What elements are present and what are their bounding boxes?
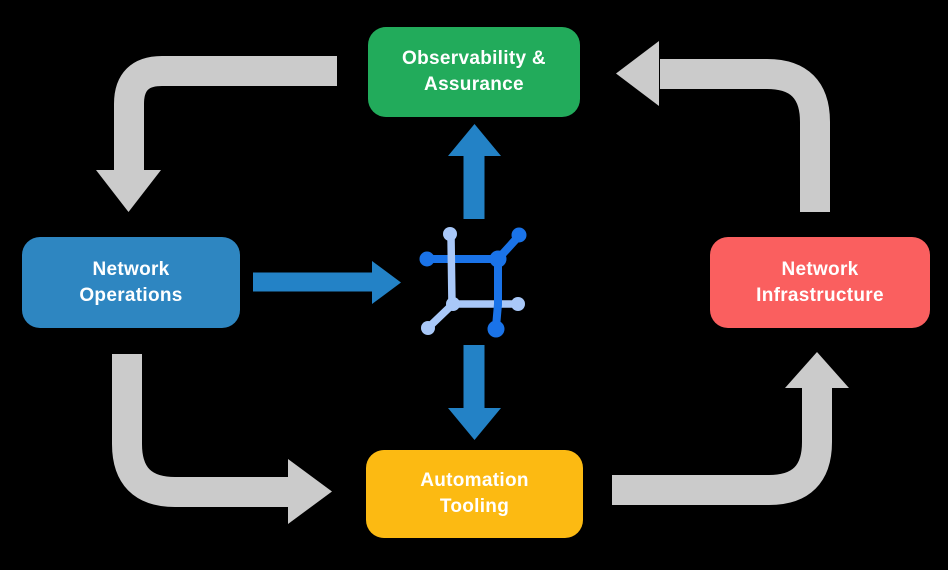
arrow-icon-to-automation (448, 345, 501, 440)
node-automation-tooling-label: Automation Tooling (420, 470, 529, 517)
node-network-operations-label: Network Operations (79, 258, 183, 306)
arrow-observability-to-operations (96, 56, 337, 212)
node-automation-tooling: Automation Tooling (366, 450, 583, 538)
arrow-infrastructure-to-observability (616, 41, 830, 212)
node-network-infrastructure: Network Infrastructure (710, 237, 930, 328)
node-network-infrastructure-label: Network Infrastructure (756, 258, 884, 306)
arrow-operations-to-icon (253, 261, 401, 304)
arrow-automation-to-infrastructure (612, 352, 849, 505)
node-network-operations: Network Operations (22, 237, 240, 328)
node-observability-assurance: Observability & Assurance (368, 27, 580, 117)
arrow-icon-to-observability (448, 124, 501, 219)
arrow-operations-to-automation (112, 354, 332, 524)
network-automation-icon (419, 227, 527, 338)
node-observability-assurance-label: Observability & Assurance (402, 48, 546, 95)
